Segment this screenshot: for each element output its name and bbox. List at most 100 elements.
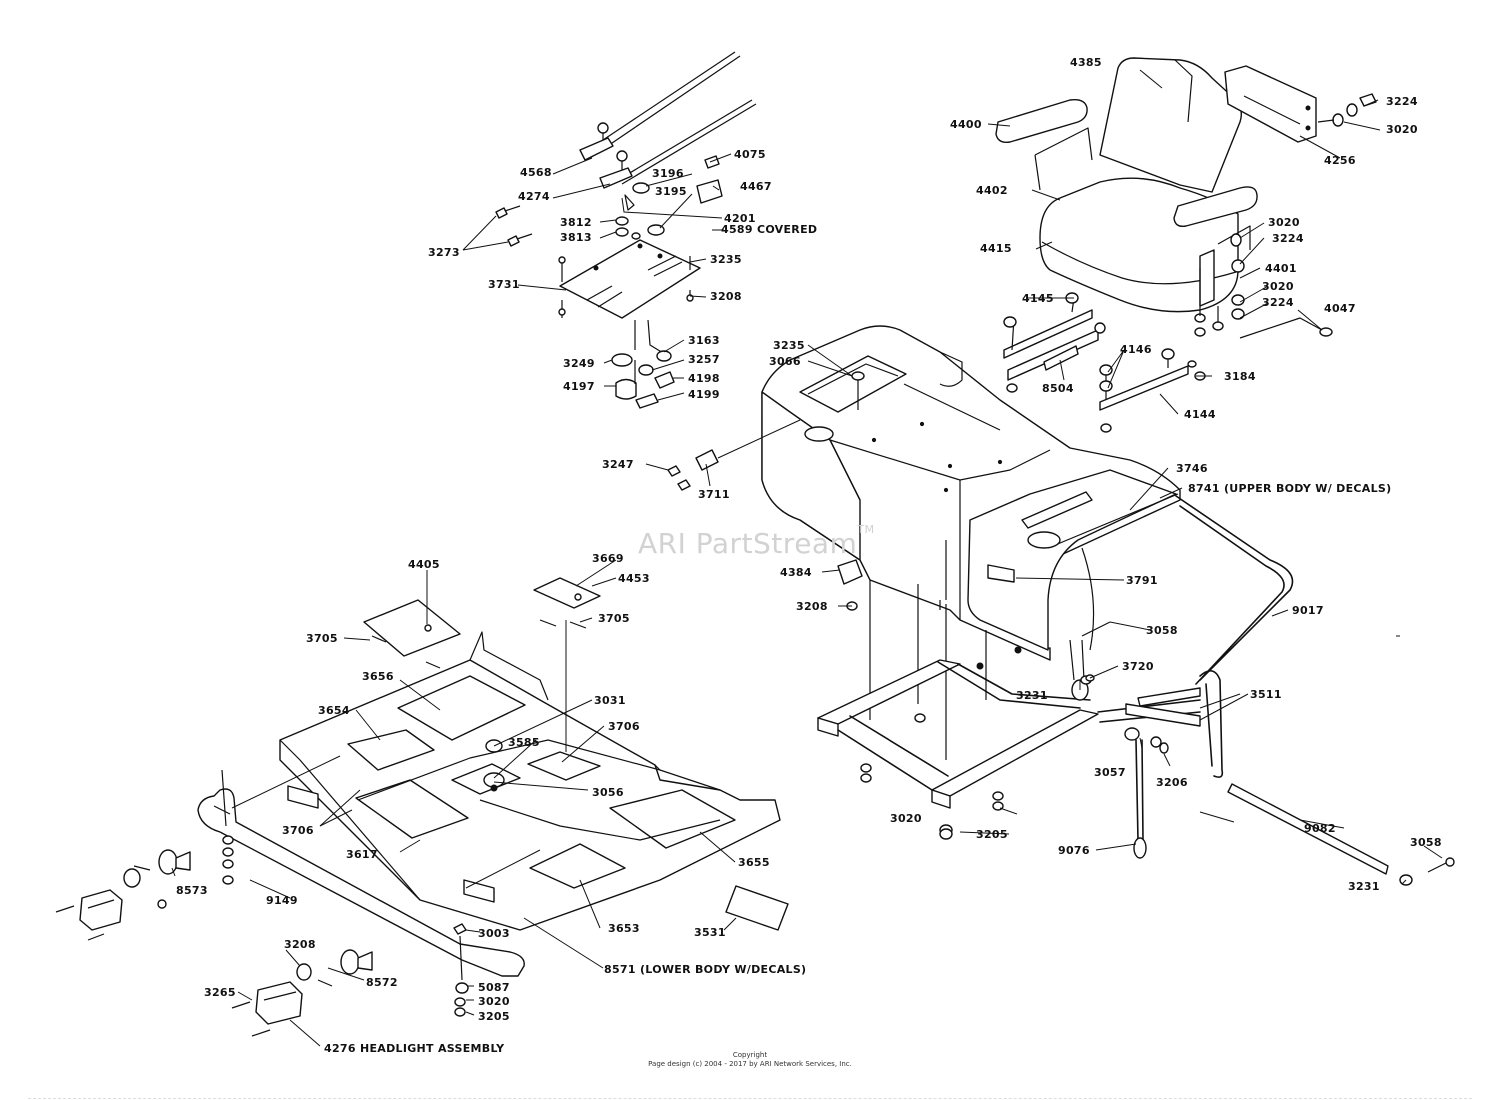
label-3656: 3656 [362,670,394,683]
label-3249: 3249 [563,357,595,370]
label-4201: 4201 [724,212,756,225]
lower-body-group [55,577,789,1037]
label-8571-lower-body: 8571 (LOWER BODY W/DECALS) [604,963,806,976]
label-4568: 4568 [520,166,552,179]
label-3669: 3669 [592,552,624,565]
copyright-line-2: Page design (c) 2004 - 2017 by ARI Netwo… [648,1060,852,1068]
label-3235-panel: 3235 [710,253,742,266]
label-3812: 3812 [560,216,592,229]
bottom-divider [28,1098,1472,1099]
label-3655: 3655 [738,856,770,869]
label-3163: 3163 [688,334,720,347]
label-3066: 3066 [769,355,801,368]
upper-body-group [667,325,1181,760]
label-4276-headlight-assembly: 4276 HEADLIGHT ASSEMBLY [324,1042,505,1055]
label-3231-frame: 3231 [1016,689,1048,702]
label-4199: 4199 [688,388,720,401]
label-3058-bottom: 3058 [1410,836,1442,849]
label-3654: 3654 [318,704,350,717]
label-4144: 4144 [1184,408,1216,421]
label-3184: 3184 [1224,370,1256,383]
label-4467: 4467 [740,180,772,193]
copyright-line-1: Copyright [732,1051,768,1059]
label-9082: 9082 [1304,822,1336,835]
seat-group [995,57,1377,433]
label-3653: 3653 [608,922,640,935]
label-8572: 8572 [366,976,398,989]
label-4075: 4075 [734,148,766,161]
label-3020-mid: 3020 [1268,216,1300,229]
label-4405: 4405 [408,558,440,571]
label-3247: 3247 [602,458,634,471]
label-9076: 9076 [1058,844,1090,857]
label-4197: 4197 [563,380,595,393]
label-3705-right: 3705 [598,612,630,625]
label-4384: 4384 [780,566,812,579]
label-3208-panel: 3208 [710,290,742,303]
label-3057: 3057 [1094,766,1126,779]
label-3731: 3731 [488,278,520,291]
label-3208-headlight: 3208 [284,938,316,951]
label-3224-low: 3224 [1262,296,1294,309]
part-labels: 4568 4274 3273 4075 3196 3195 4467 3812 … [176,56,1442,1055]
label-4198: 4198 [688,372,720,385]
label-4401: 4401 [1265,262,1297,275]
label-3746: 3746 [1176,462,1208,475]
label-9149: 9149 [266,894,298,907]
label-3205-bumper: 3205 [478,1010,510,1023]
label-3531: 3531 [694,926,726,939]
label-3231-axle: 3231 [1348,880,1380,893]
label-5087: 5087 [478,981,510,994]
label-8573: 8573 [176,884,208,897]
label-3020-low: 3020 [1262,280,1294,293]
label-3273: 3273 [428,246,460,259]
label-4145: 4145 [1022,292,1054,305]
label-3205-frame: 3205 [976,828,1008,841]
label-3617: 3617 [346,848,378,861]
label-3208-body: 3208 [796,600,828,613]
label-3265: 3265 [204,986,236,999]
leader-lines [171,69,1443,1047]
copyright-notice: Copyright Page design (c) 2004 - 2017 by… [600,1051,900,1069]
label-3056: 3056 [592,786,624,799]
label-4274: 4274 [518,190,550,203]
label-3235-body: 3235 [773,339,805,352]
label-4415: 4415 [980,242,1012,255]
label-8504: 8504 [1042,382,1074,395]
label-3020-top: 3020 [1386,123,1418,136]
label-3020-bumper: 3020 [478,995,510,1008]
label-4385: 4385 [1070,56,1102,69]
label-3706-bottom: 3706 [282,824,314,837]
label-4402: 4402 [976,184,1008,197]
label-3058-top: 3058 [1146,624,1178,637]
label-4146: 4146 [1120,343,1152,356]
label-3195: 3195 [655,185,687,198]
label-3003: 3003 [478,927,510,940]
label-3706-top: 3706 [608,720,640,733]
label-3791: 3791 [1126,574,1158,587]
label-3511: 3511 [1250,688,1282,701]
frame-group [817,495,1455,886]
label-4453: 4453 [618,572,650,585]
label-8741-upper-body: 8741 (UPPER BODY W/ DECALS) [1188,482,1391,495]
watermark-text: ARI PartStream [638,527,858,560]
label-4400: 4400 [950,118,982,131]
label-3813: 3813 [560,231,592,244]
label-3206: 3206 [1156,776,1188,789]
label-3020-frame: 3020 [890,812,922,825]
control-panel-group [495,51,757,409]
watermark-trademark: TM [857,523,875,536]
label-3224-mid: 3224 [1272,232,1304,245]
label-3705-left: 3705 [306,632,338,645]
label-4589-covered: 4589 COVERED [721,223,817,236]
label-3224-top: 3224 [1386,95,1418,108]
label-3585: 3585 [508,736,540,749]
label-4047: 4047 [1324,302,1356,315]
label-3720: 3720 [1122,660,1154,673]
label-3711: 3711 [698,488,730,501]
watermark: ARI PartStreamTM [638,523,875,560]
label-3196: 3196 [652,167,684,180]
label-3257: 3257 [688,353,720,366]
label-4256: 4256 [1324,154,1356,167]
